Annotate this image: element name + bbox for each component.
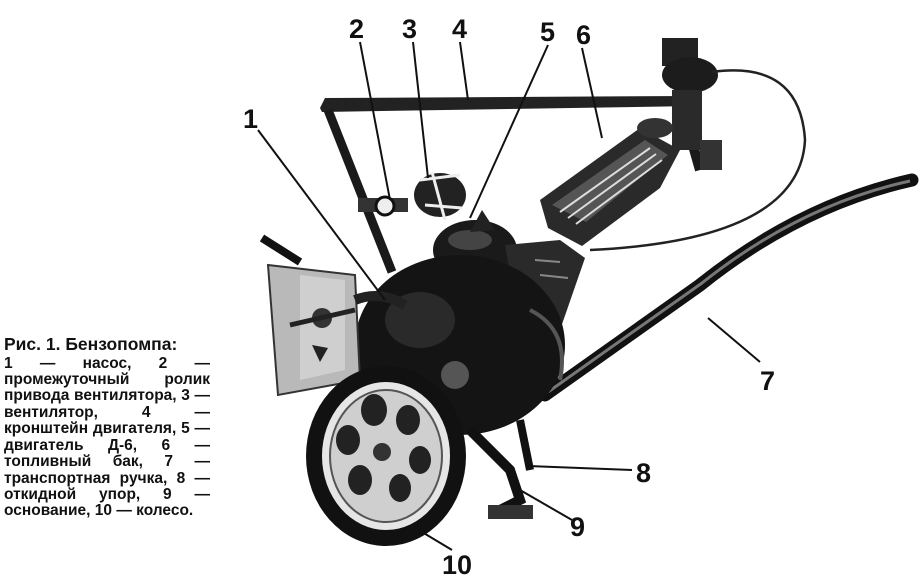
callout-9: 9 (570, 512, 585, 542)
callout-10: 10 (442, 550, 472, 580)
callout-1: 1 (243, 104, 258, 134)
callout-8: 8 (636, 458, 651, 488)
leader-1 (257, 129, 386, 301)
fan (414, 171, 466, 221)
leader-6 (581, 47, 603, 139)
callout-7: 7 (760, 366, 775, 396)
leader-5 (469, 44, 549, 219)
base-and-stop (466, 419, 534, 519)
callout-5: 5 (540, 17, 555, 47)
leader-2 (359, 41, 391, 201)
throttle-assembly (589, 38, 807, 252)
leader-7 (707, 317, 761, 363)
engine-bracket (320, 96, 695, 112)
figure-caption: Рис. 1. Бензопомпа: 1 — насос, 2 — проме… (4, 335, 210, 520)
pump-arm (353, 291, 408, 310)
leader-lines (257, 41, 761, 551)
callout-6: 6 (576, 20, 591, 50)
caption-title: Рис. 1. Бензопомпа: (4, 334, 178, 354)
intake-plate (259, 234, 362, 397)
wheel (306, 366, 466, 546)
callout-4: 4 (452, 14, 467, 44)
transport-handle-highlight (547, 179, 911, 394)
intermediate-roller (358, 195, 408, 217)
leader-4 (459, 41, 469, 101)
leader-9 (519, 489, 573, 521)
leader-8 (527, 465, 633, 471)
callout-2: 2 (349, 14, 364, 44)
caption-legend: 1 — насос, 2 — промежуточный ролик приво… (4, 354, 210, 520)
callout-3: 3 (402, 14, 417, 44)
fuel-tank (540, 118, 680, 246)
leader-10 (421, 531, 453, 551)
bracket-leg (323, 108, 397, 274)
leader-3 (412, 41, 429, 179)
